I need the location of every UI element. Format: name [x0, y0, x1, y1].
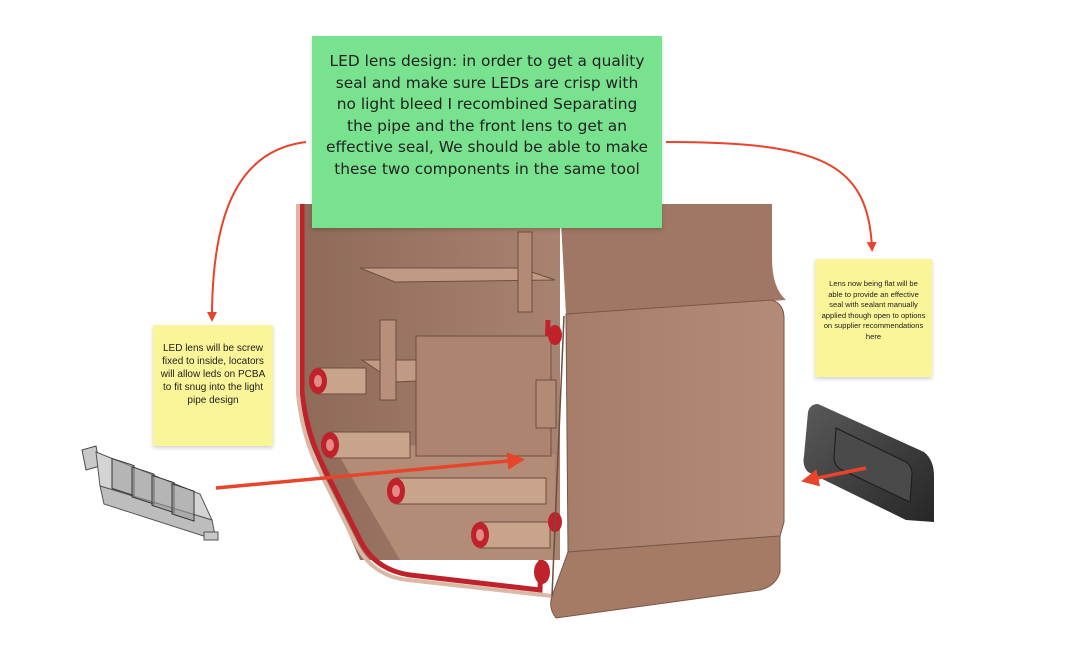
boss-1	[309, 367, 367, 395]
arrow-pipe-to-housing	[215, 452, 525, 490]
housing-gasket-outline	[299, 204, 551, 593]
housing-top-shell	[560, 204, 786, 314]
divider-center	[415, 335, 552, 457]
divider-tall	[379, 319, 397, 401]
main-note: LED lens design: in order to get a quali…	[312, 36, 662, 228]
shelf-top	[359, 267, 556, 283]
housing-side-bottom	[550, 535, 781, 619]
right-sticky-note: Lens now being flat will be able to prov…	[815, 259, 932, 377]
annotation-arrows	[207, 141, 877, 490]
right-note-text: Lens now being flat will be able to prov…	[821, 279, 926, 341]
light-pipe-part	[81, 445, 219, 541]
flat-lens-part	[803, 404, 934, 522]
post-lower	[535, 379, 557, 429]
screw-bosses	[309, 325, 562, 584]
housing-side-panel	[565, 299, 785, 553]
main-note-text: LED lens design: in order to get a quali…	[326, 52, 648, 178]
boss-2	[321, 431, 411, 459]
housing-model	[296, 204, 786, 619]
left-sticky-note: LED lens will be screw fixed to inside, …	[153, 325, 273, 446]
arrow-lens-to-housing	[801, 466, 867, 487]
left-note-text: LED lens will be screw fixed to inside, …	[160, 343, 266, 406]
housing-outer-rim	[296, 204, 553, 598]
arrow-main-to-left-note	[207, 141, 307, 322]
boss-3	[387, 477, 547, 505]
arrow-main-to-right-note	[665, 141, 877, 252]
post-upper	[517, 231, 533, 313]
boss-4	[471, 521, 551, 549]
